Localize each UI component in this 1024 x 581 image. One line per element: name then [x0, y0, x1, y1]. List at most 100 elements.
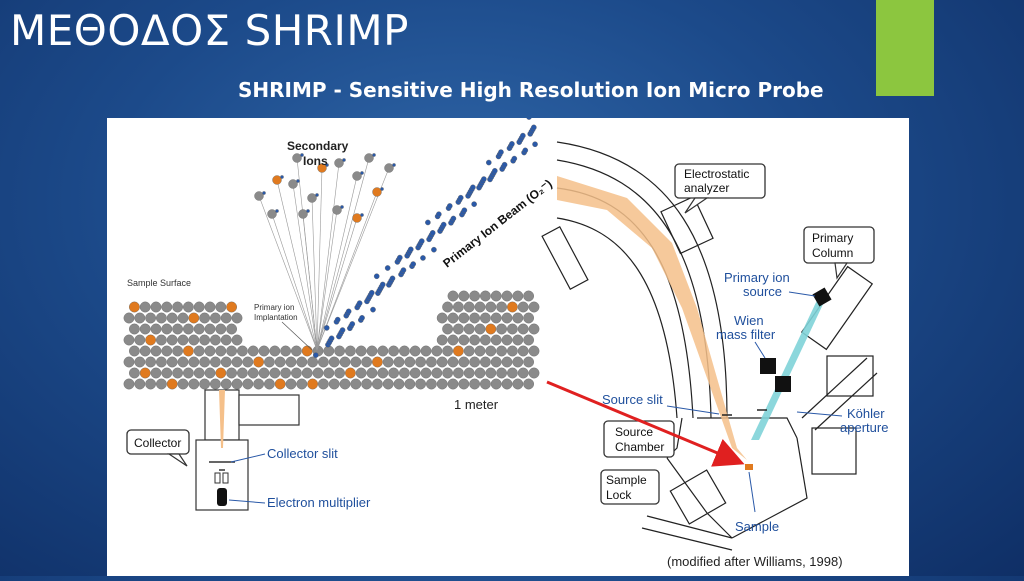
collector-slit-label: Collector slit — [267, 446, 338, 461]
lattice-atom — [409, 345, 421, 357]
lattice-atom — [377, 367, 389, 379]
lattice-atom — [355, 367, 367, 379]
lattice-atom — [172, 367, 184, 379]
primary-ion — [511, 155, 518, 162]
caption: (modified after Williams, 1998) — [667, 554, 843, 569]
lattice-atom — [242, 378, 254, 390]
secondary-beam-path — [557, 176, 747, 460]
primary-ion — [312, 352, 319, 358]
lattice-atom — [447, 312, 459, 324]
lattice-atom — [161, 367, 173, 379]
lattice-atom — [188, 334, 200, 346]
primary-ion — [349, 321, 356, 327]
ion-ray — [271, 213, 318, 351]
lattice-atom — [290, 345, 302, 357]
lattice-atom — [215, 367, 227, 379]
secondary-ion — [254, 191, 264, 201]
slide-subtitle: SHRIMP - Sensitive High Resolution Ion M… — [238, 78, 824, 102]
lattice-atom — [177, 312, 189, 324]
lattice-atom — [452, 301, 464, 313]
one-meter-label: 1 meter — [454, 397, 499, 412]
lattice-atom — [312, 367, 324, 379]
lattice-atom — [377, 345, 389, 357]
lattice-atom — [215, 323, 227, 335]
sample-lock-label: Sample — [606, 473, 647, 487]
primary-ion — [485, 159, 492, 166]
lattice-atom — [366, 367, 378, 379]
lattice-atom — [258, 345, 270, 357]
lattice-atom — [220, 312, 232, 324]
lattice-atom — [463, 323, 475, 335]
lattice-atom — [253, 356, 265, 368]
lattice-atom — [485, 367, 497, 379]
ion-ray — [276, 179, 318, 351]
lattice-atom — [512, 356, 524, 368]
lattice-atom — [258, 367, 270, 379]
secondary-ion-charge — [280, 175, 284, 179]
primary-ion — [356, 300, 363, 306]
primary-ion-beam — [312, 114, 538, 358]
lattice-atom — [263, 378, 275, 390]
lattice-atom — [458, 378, 470, 390]
secondary-ion-charge — [300, 153, 304, 157]
lattice-atom — [188, 378, 200, 390]
primary-ion — [461, 207, 468, 214]
lattice-atom — [204, 345, 216, 357]
primary-ion — [446, 203, 453, 209]
primary-ion — [345, 308, 352, 315]
lattice-atom — [317, 356, 329, 368]
lattice-atom — [156, 356, 167, 368]
lattice-atom — [496, 301, 507, 313]
lattice-atom — [269, 345, 281, 357]
source-chamber-label: Source — [615, 425, 653, 439]
lattice-atom — [280, 345, 292, 357]
primary-ion — [373, 273, 380, 280]
primary-ion — [407, 246, 414, 253]
lattice-atom — [523, 334, 534, 346]
lattice-atom — [506, 323, 518, 335]
lattice-atom — [436, 312, 448, 324]
lattice-atom — [366, 345, 378, 357]
primary-ion — [410, 261, 417, 267]
lattice-atom — [139, 301, 151, 313]
secondary-ion — [307, 193, 317, 203]
lattice-atom — [134, 334, 146, 346]
lattice-atom — [296, 378, 308, 390]
secondary-ion-charge — [380, 187, 384, 191]
lattice-atom — [501, 290, 513, 302]
primary-ion — [498, 149, 504, 155]
lattice-atom — [485, 345, 497, 357]
ion-ray — [316, 209, 338, 351]
primary-ion — [481, 176, 487, 182]
lattice-atom — [490, 290, 502, 302]
lattice-atom — [156, 334, 167, 346]
primary-ion-source-label-2: source — [743, 284, 782, 299]
lattice-atom — [469, 312, 480, 324]
lattice-atom — [280, 367, 292, 379]
lattice-atom — [156, 378, 167, 390]
primary-ion — [384, 265, 391, 271]
lattice-atom — [139, 367, 151, 379]
lattice-atom — [398, 345, 410, 357]
lattice-atom — [361, 356, 373, 368]
lattice-atom — [193, 345, 205, 357]
lattice-atom — [463, 301, 475, 313]
ion-ray — [311, 197, 318, 351]
secondary-ion-charge — [372, 153, 376, 157]
secondary-ion — [292, 153, 302, 163]
secondary-ion — [298, 209, 308, 219]
kohler-label-2: aperture — [840, 420, 888, 435]
secondary-ion-charge — [360, 171, 364, 175]
lattice-atom — [479, 290, 491, 302]
lattice-atom — [501, 378, 513, 390]
lattice-atom — [452, 323, 464, 335]
lattice-atom — [220, 334, 232, 346]
implantation-label: Primary ion — [254, 303, 294, 312]
lattice-atom — [177, 334, 189, 346]
lattice-atom — [344, 345, 356, 357]
lattice-atom — [134, 312, 146, 324]
lattice-atom — [226, 367, 238, 379]
lattice-atom — [506, 301, 518, 313]
secondary-ion-charge — [392, 163, 396, 167]
lattice-atom — [301, 345, 313, 357]
